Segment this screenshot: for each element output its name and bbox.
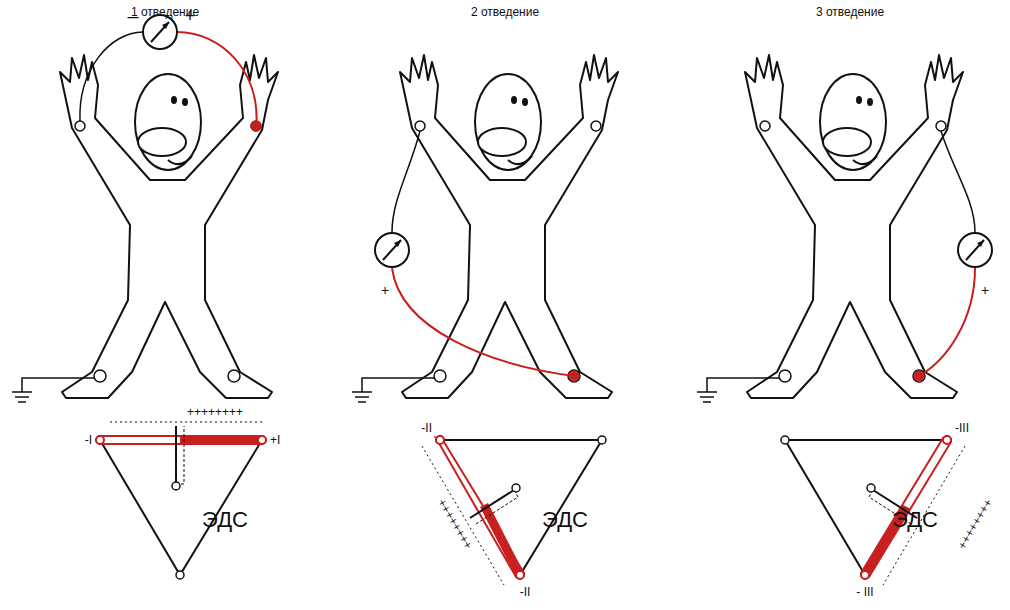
emf-label: ЭДС [542, 509, 588, 531]
polarity-row: ++++++++ [956, 497, 995, 551]
polarity-row: ++++++++ [187, 406, 243, 418]
polarity-row: ++++++++ [436, 497, 475, 551]
lead-title: 2 отведение [471, 6, 539, 18]
electrode-label: +I [270, 434, 280, 446]
polarity-sign: + [381, 283, 389, 297]
electrode-label: -II [520, 586, 531, 598]
electrode-label: - III [856, 586, 873, 598]
electrode-label: -III [955, 422, 969, 434]
electrode-label: -I [85, 434, 92, 446]
polarity-sign: + [185, 7, 196, 25]
electrode-label: -II [421, 422, 432, 434]
polarity-sign: + [981, 283, 989, 297]
polarity-sign: – [127, 6, 138, 26]
emf-label: ЭДС [202, 509, 248, 531]
emf-label: ЭДС [892, 509, 938, 531]
lead-title: 3 отведение [816, 6, 884, 18]
